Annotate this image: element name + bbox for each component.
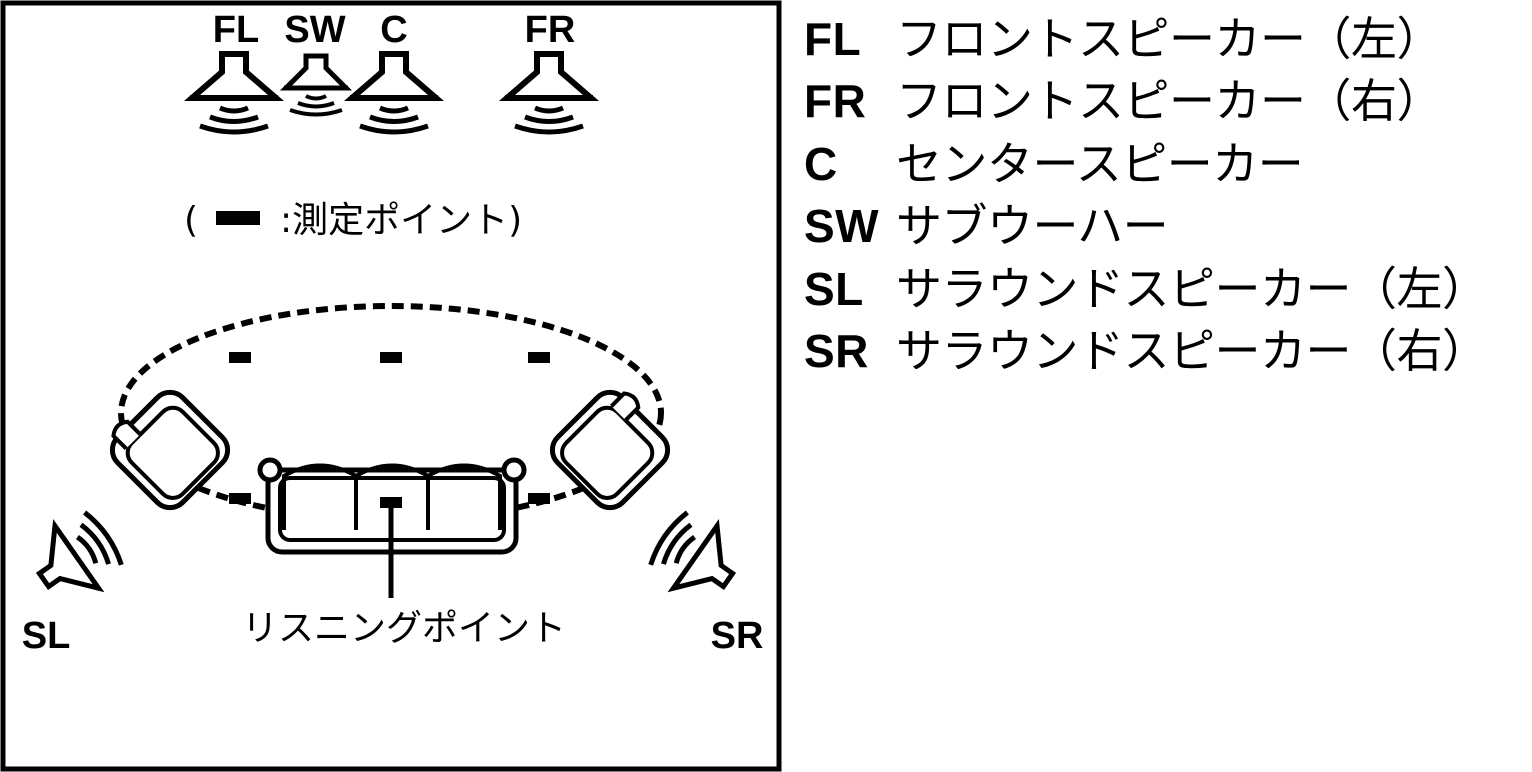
surround-right-speaker-icon — [643, 505, 750, 611]
label-c: C — [380, 9, 407, 51]
note-text: :測定ポイント) — [280, 200, 522, 241]
label-sr: SR — [711, 615, 764, 657]
speaker-layout-diagram: FL SW C FR ( :測定ポイント) リスニングポイント SL S — [0, 0, 782, 772]
legend-row: C センタースピーカー — [804, 133, 1524, 195]
label-sl: SL — [22, 615, 71, 657]
subwoofer-icon — [284, 56, 348, 115]
legend-description: フロントスピーカー（左） — [896, 12, 1443, 66]
measurement-point — [229, 352, 251, 363]
legend-code: SR — [804, 324, 869, 377]
legend-code: C — [804, 137, 838, 190]
legend-row: SW サブウーハー — [804, 195, 1524, 257]
legend-code: FL — [804, 13, 862, 65]
front-right-speaker-icon — [505, 54, 593, 132]
speaker-legend: FL フロントスピーカー（左） FR フロントスピーカー（右） C センタースピ… — [804, 8, 1524, 382]
label-sw: SW — [284, 9, 345, 51]
measurement-point — [229, 493, 251, 504]
legend-row: SR サラウンドスピーカー（右） — [804, 320, 1524, 382]
legend-description: フロントスピーカー（右） — [896, 74, 1443, 129]
center-speaker-icon — [350, 54, 438, 132]
measurement-point — [528, 352, 550, 363]
label-fr: FR — [525, 9, 576, 51]
surround-left-speaker-icon — [22, 505, 129, 611]
label-fl: FL — [213, 9, 259, 51]
legend-code: SW — [804, 200, 880, 253]
legend-description: サラウンドスピーカー（右） — [896, 323, 1488, 378]
diagram-frame — [0, 0, 782, 772]
measurement-point — [380, 352, 402, 363]
measurement-point — [528, 493, 550, 504]
legend-row: SL サラウンドスピーカー（左） — [804, 258, 1524, 320]
legend-row: FL フロントスピーカー（左） — [804, 8, 1524, 70]
legend-code: FR — [804, 75, 867, 128]
measurement-point — [380, 497, 402, 508]
note-open-paren: ( — [184, 200, 198, 241]
legend-description: センタースピーカー — [896, 136, 1304, 191]
legend-description: サラウンドスピーカー（左） — [896, 261, 1488, 316]
front-left-speaker-icon — [190, 54, 278, 132]
legend-description: サブウーハー — [896, 199, 1169, 254]
legend-row: FR フロントスピーカー（右） — [804, 70, 1524, 132]
legend-code: SL — [804, 262, 864, 315]
listening-point-label: リスニングポイント — [242, 608, 566, 649]
left-armchair — [99, 379, 235, 515]
measurement-point-legend-icon — [216, 211, 260, 225]
